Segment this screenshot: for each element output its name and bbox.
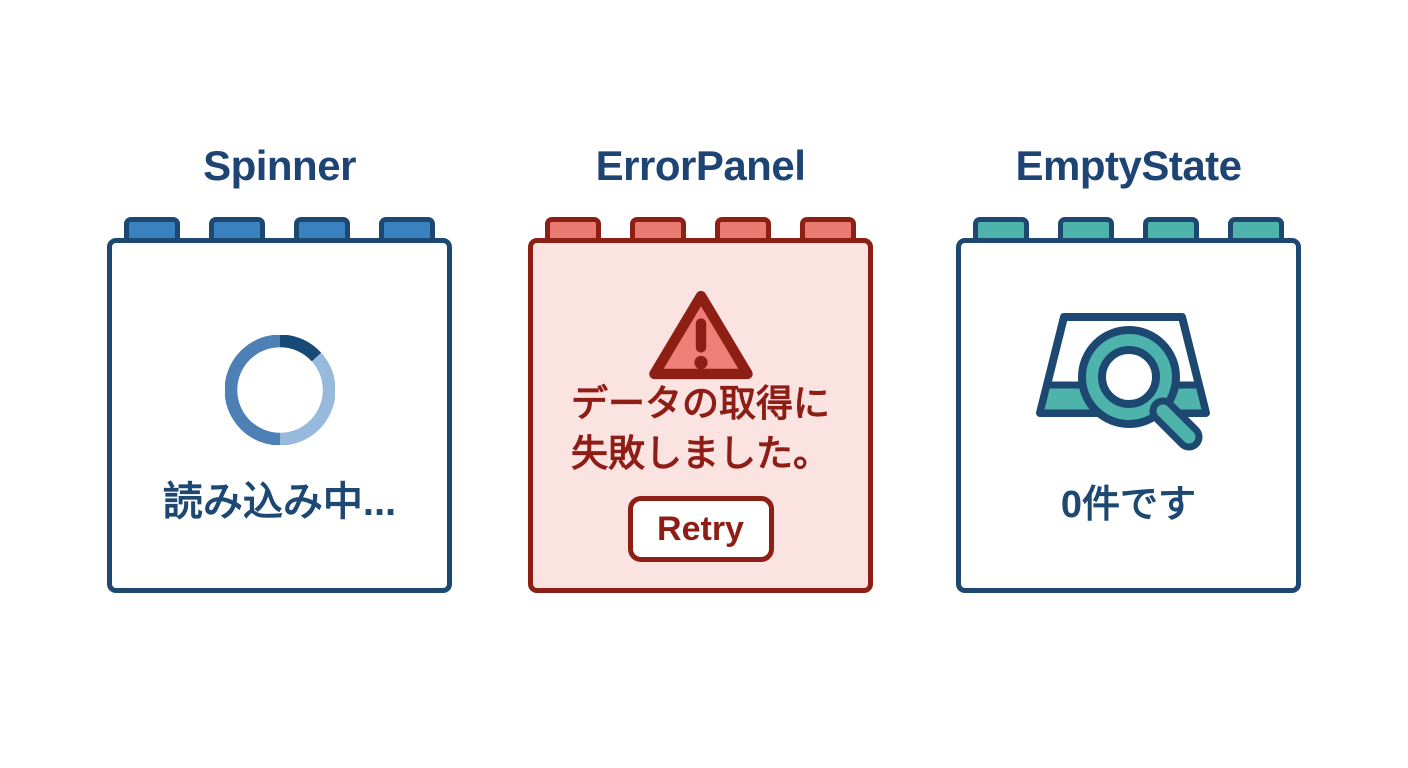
brick-stud xyxy=(545,217,601,238)
component-title-empty-state: EmptyState xyxy=(1015,142,1242,189)
loading-label: 読み込み中... xyxy=(162,480,397,524)
brick-stud xyxy=(1058,217,1114,238)
warning-icon xyxy=(648,290,753,380)
spinner-brick: 読み込み中... xyxy=(107,217,452,593)
brick-stud xyxy=(1143,217,1199,238)
brick-stud xyxy=(1228,217,1284,238)
empty-state-component: EmptyState 0件です xyxy=(956,140,1301,593)
error-panel-component: ErrorPanel データの取得に 失敗しました。 Retry xyxy=(528,140,873,593)
component-title-spinner: Spinner xyxy=(203,142,356,189)
spinner-panel-body: 読み込み中... xyxy=(107,238,452,593)
empty-brick: 0件です xyxy=(956,217,1301,593)
brick-studs xyxy=(107,217,452,238)
brick-stud xyxy=(209,217,265,238)
error-panel-body: データの取得に 失敗しました。 Retry xyxy=(528,238,873,593)
brick-stud xyxy=(715,217,771,238)
brick-stud xyxy=(124,217,180,238)
spinner-component: Spinner 読み込み中... xyxy=(107,140,452,593)
brick-stud xyxy=(973,217,1029,238)
empty-count-label: 0件です xyxy=(1060,484,1197,526)
retry-button[interactable]: Retry xyxy=(627,496,774,562)
error-brick: データの取得に 失敗しました。 Retry xyxy=(528,217,873,593)
brick-stud xyxy=(630,217,686,238)
loading-spinner-icon xyxy=(224,335,335,445)
brick-studs xyxy=(956,217,1301,238)
brick-stud xyxy=(800,217,856,238)
brick-studs xyxy=(528,217,873,238)
brick-stud xyxy=(294,217,350,238)
error-message-line2: 失敗しました。 xyxy=(571,433,830,474)
component-title-error-panel: ErrorPanel xyxy=(595,142,806,189)
error-message-line1: データの取得に xyxy=(571,383,830,424)
brick-stud xyxy=(379,217,435,238)
error-message: データの取得に 失敗しました。 xyxy=(533,379,868,479)
empty-panel-body: 0件です xyxy=(956,238,1301,593)
empty-box-search-icon xyxy=(1035,313,1210,451)
